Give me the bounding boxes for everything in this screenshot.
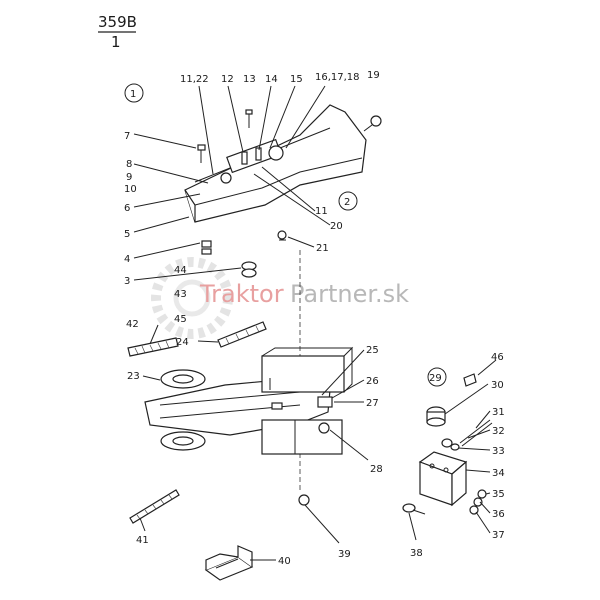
watermark-text-traktor: Traktor <box>199 280 284 308</box>
callout-45: 45 <box>174 314 187 325</box>
callout-42: 42 <box>126 319 139 330</box>
screw-31 <box>459 419 493 447</box>
washer-32-33 <box>441 438 460 451</box>
nuts-3-4 <box>201 240 257 278</box>
watermark <box>151 257 233 339</box>
callout-35: 35 <box>492 489 505 500</box>
diagram-code: 359B <box>98 13 137 31</box>
svg-text:2: 2 <box>344 197 350 208</box>
callout-labels: 11,22 12 13 14 15 16,17,18 19 7 8 9 10 6… <box>124 70 505 567</box>
callout-27: 27 <box>366 398 379 409</box>
callout-13: 13 <box>243 74 256 85</box>
fittings-35-37 <box>469 489 487 515</box>
callout-24: 24 <box>176 337 189 348</box>
callout-46: 46 <box>491 352 504 363</box>
callout-19: 19 <box>367 70 380 81</box>
svg-text:29: 29 <box>429 373 442 384</box>
plate-46 <box>463 373 477 387</box>
callout-33: 33 <box>492 446 505 457</box>
watermark-text-partner: Partner.sk <box>290 280 409 308</box>
callout-12: 12 <box>221 74 234 85</box>
callout-36: 36 <box>492 509 505 520</box>
callout-26: 26 <box>366 376 379 387</box>
bolt-19 <box>363 115 382 132</box>
group-marker-1: 1 <box>124 83 144 103</box>
callout-34: 34 <box>492 468 505 479</box>
spring-41 <box>129 489 180 524</box>
callout-14: 14 <box>265 74 278 85</box>
valve-block-34 <box>418 451 468 507</box>
callout-31: 31 <box>492 407 505 418</box>
callout-7: 7 <box>124 131 130 142</box>
leader-lines-top <box>133 85 331 281</box>
spring-21 <box>277 230 287 241</box>
screw-7 <box>197 144 206 163</box>
callout-39: 39 <box>338 549 351 560</box>
callout-16-17-18: 16,17,18 <box>315 72 360 83</box>
callout-43: 43 <box>174 289 187 300</box>
callout-11: 11 <box>315 206 328 217</box>
callout-20: 20 <box>330 221 343 232</box>
callout-9: 9 <box>126 172 132 183</box>
callout-32: 32 <box>492 426 505 437</box>
leader-lines-lower <box>139 324 497 561</box>
diagram-page: 1 <box>111 33 121 51</box>
hood-assembly <box>184 104 367 223</box>
callout-6: 6 <box>124 203 130 214</box>
strip-24 <box>217 321 267 348</box>
callout-44: 44 <box>174 265 187 276</box>
callout-15: 15 <box>290 74 303 85</box>
group-marker-29: 29 <box>427 367 447 387</box>
callout-37: 37 <box>492 530 505 541</box>
callout-10: 10 <box>124 184 137 195</box>
callout-28: 28 <box>370 464 383 475</box>
tractor-chassis <box>144 346 354 455</box>
callout-21: 21 <box>316 243 329 254</box>
bolt-38 <box>402 503 426 515</box>
callout-5: 5 <box>124 229 130 240</box>
callout-41: 41 <box>136 535 149 546</box>
screw-13 <box>245 109 253 128</box>
strip-42 <box>127 337 179 357</box>
callout-40: 40 <box>278 556 291 567</box>
callout-25: 25 <box>366 345 379 356</box>
nut-39 <box>298 494 310 506</box>
callout-23: 23 <box>127 371 140 382</box>
callout-8: 8 <box>126 159 132 170</box>
box-40 <box>204 545 254 581</box>
callout-38: 38 <box>410 548 423 559</box>
callout-4: 4 <box>124 254 130 265</box>
group-marker-2: 2 <box>338 191 358 211</box>
svg-text:1: 1 <box>130 89 136 100</box>
callout-3: 3 <box>124 276 130 287</box>
fitting-30 <box>426 406 446 427</box>
callout-11-22: 11,22 <box>180 74 209 85</box>
callout-30: 30 <box>491 380 504 391</box>
